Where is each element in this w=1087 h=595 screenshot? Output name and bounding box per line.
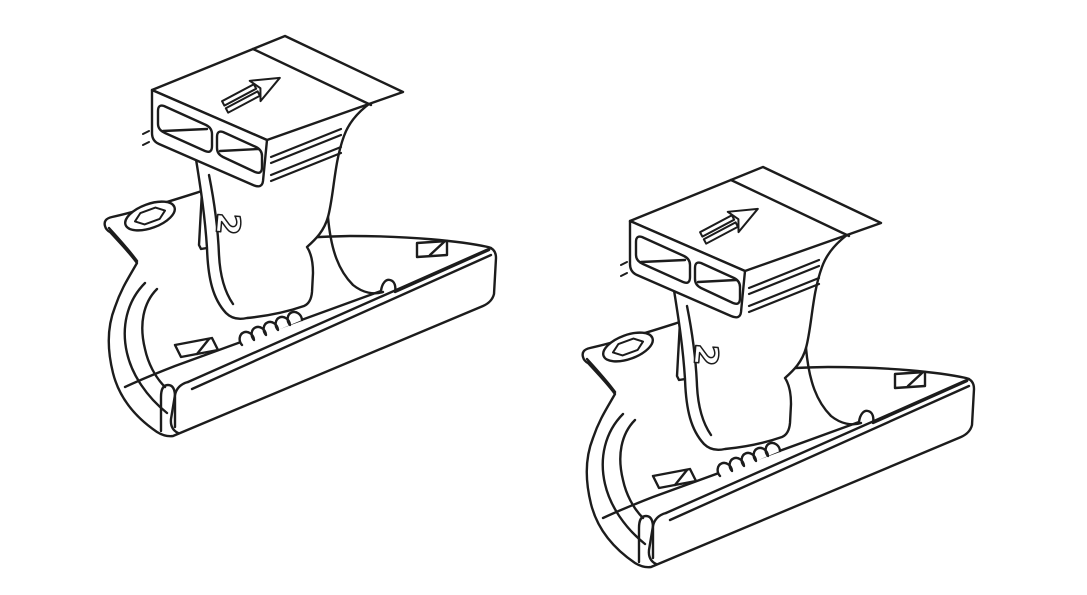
bracket-2: [581, 165, 976, 569]
bracket-1: [103, 34, 498, 438]
